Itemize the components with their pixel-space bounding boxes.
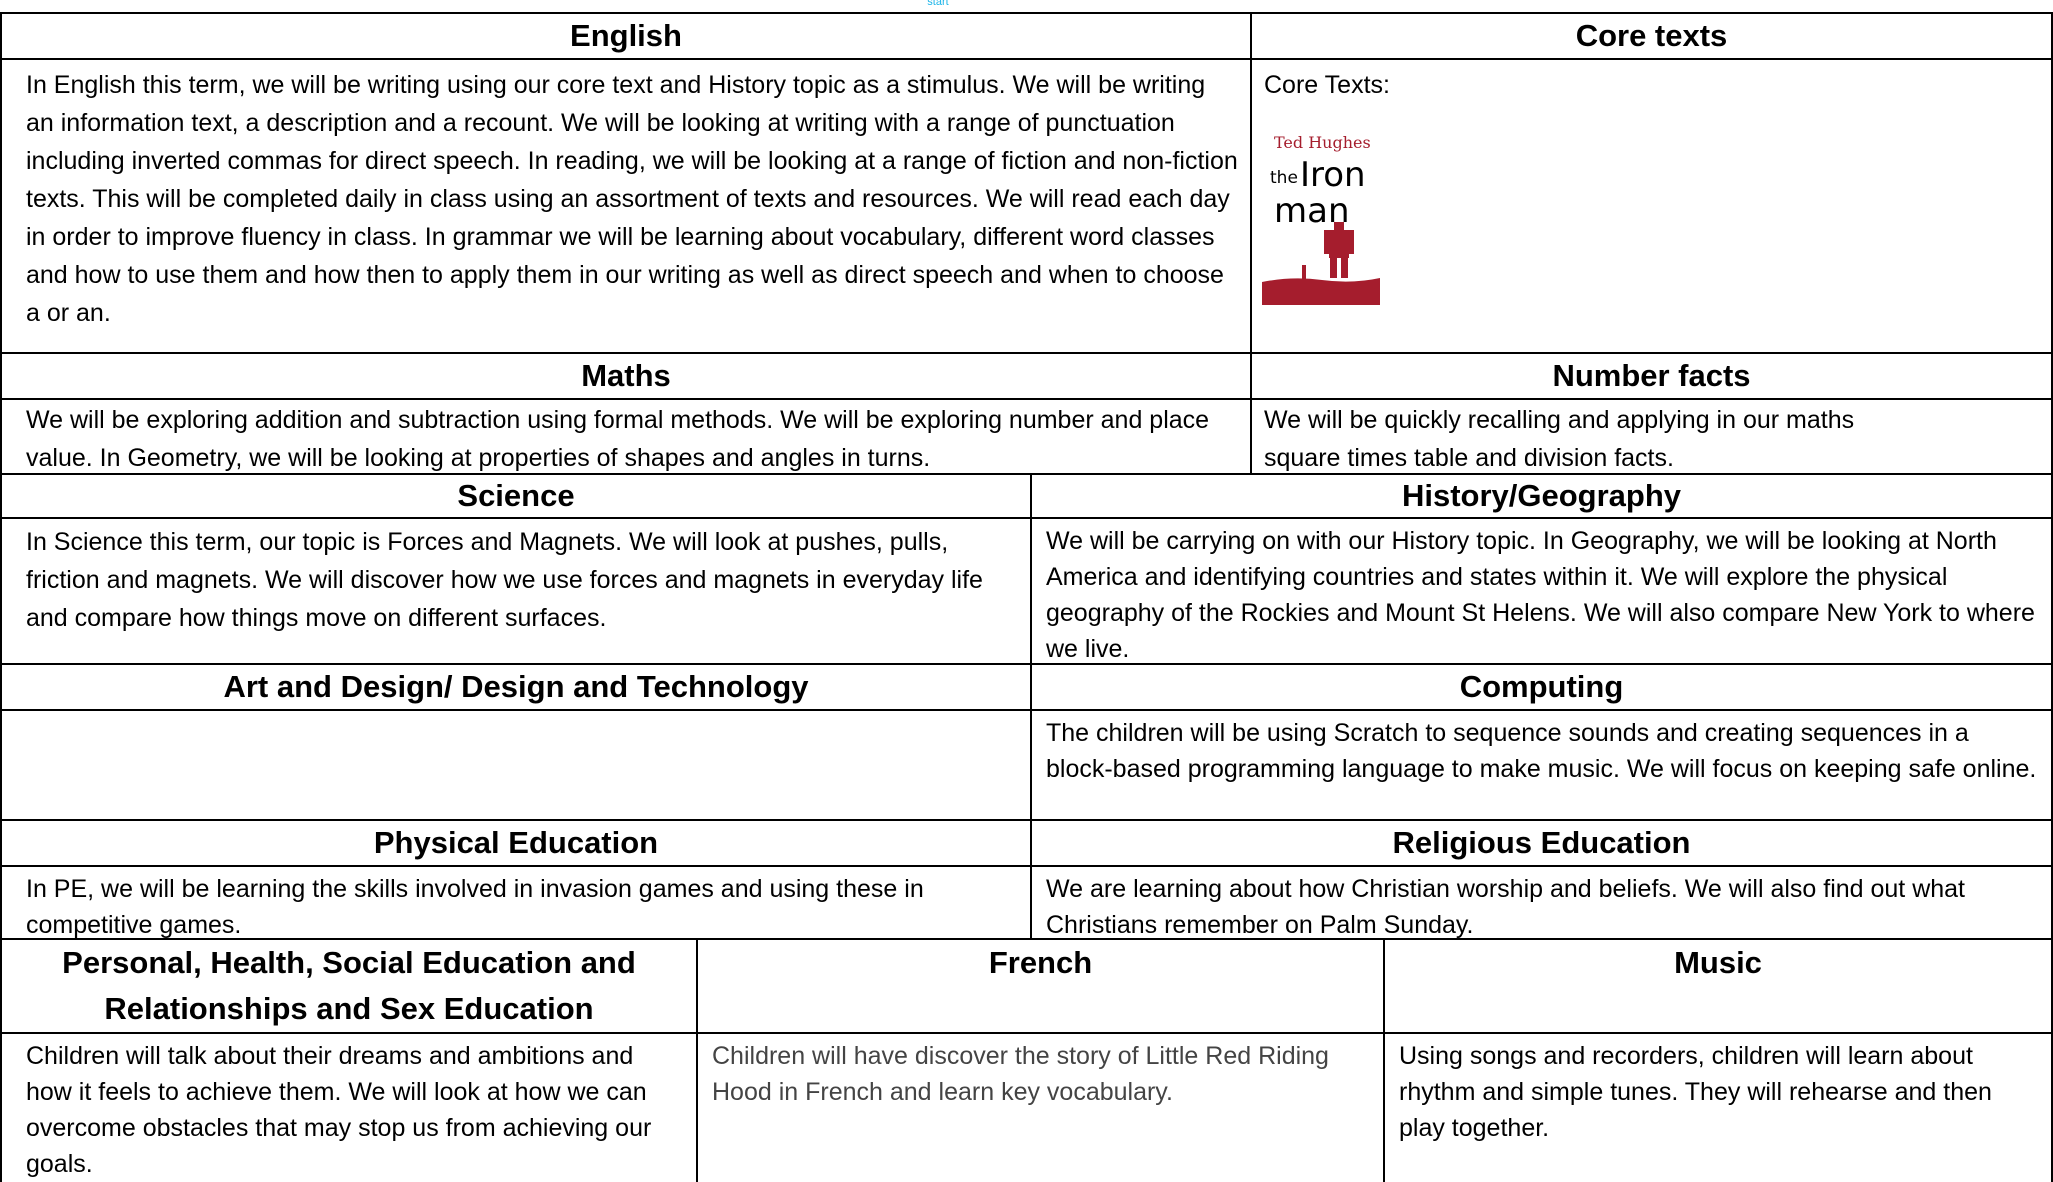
book-title-small: the <box>1270 168 1298 188</box>
iron-man-book-cover: Ted Hughes the Iron man <box>1262 130 1380 305</box>
computing-heading: Computing <box>1030 663 2053 709</box>
art-dt-heading: Art and Design/ Design and Technology <box>0 663 1030 709</box>
french-text: Children will have discover the story of… <box>696 1032 1383 1182</box>
music-text: Using songs and recorders, children will… <box>1383 1032 2053 1182</box>
number-facts-text: We will be quickly recalling and applyin… <box>1250 398 2053 473</box>
book-cover-art: Ted Hughes the Iron man <box>1262 130 1380 305</box>
science-heading: Science <box>0 473 1030 517</box>
pshe-heading: Personal, Health, Social Education and R… <box>0 938 696 1032</box>
pe-heading: Physical Education <box>0 819 1030 865</box>
english-heading: English <box>0 12 1250 58</box>
history-geography-text: We will be carrying on with our History … <box>1030 517 2053 663</box>
book-author: Ted Hughes <box>1274 133 1371 152</box>
maths-heading: Maths <box>0 352 1250 398</box>
computing-text: The children will be using Scratch to se… <box>1030 709 2053 819</box>
book-ground <box>1262 278 1380 305</box>
core-texts-cell: Core Texts: <box>1250 58 2053 352</box>
core-texts-label: Core Texts: <box>1264 71 1390 99</box>
science-text: In Science this term, our topic is Force… <box>0 517 1030 663</box>
history-geography-heading: History/Geography <box>1030 473 2053 517</box>
english-text: In English this term, we will be writing… <box>0 58 1250 352</box>
core-texts-heading: Core texts <box>1250 12 2053 58</box>
pshe-text: Children will talk about their dreams an… <box>0 1032 696 1182</box>
book-title-iron: Iron <box>1300 155 1366 195</box>
number-facts-heading: Number facts <box>1250 352 2053 398</box>
music-heading: Music <box>1383 938 2053 1032</box>
art-dt-text <box>0 709 1030 819</box>
re-heading: Religious Education <box>1030 819 2053 865</box>
maths-text: We will be exploring addition and subtra… <box>0 398 1250 473</box>
re-text: We are learning about how Christian wors… <box>1030 865 2053 939</box>
french-heading: French <box>696 938 1383 1032</box>
pe-text: In PE, we will be learning the skills in… <box>0 865 1030 939</box>
iron-man-figure <box>1302 222 1354 280</box>
